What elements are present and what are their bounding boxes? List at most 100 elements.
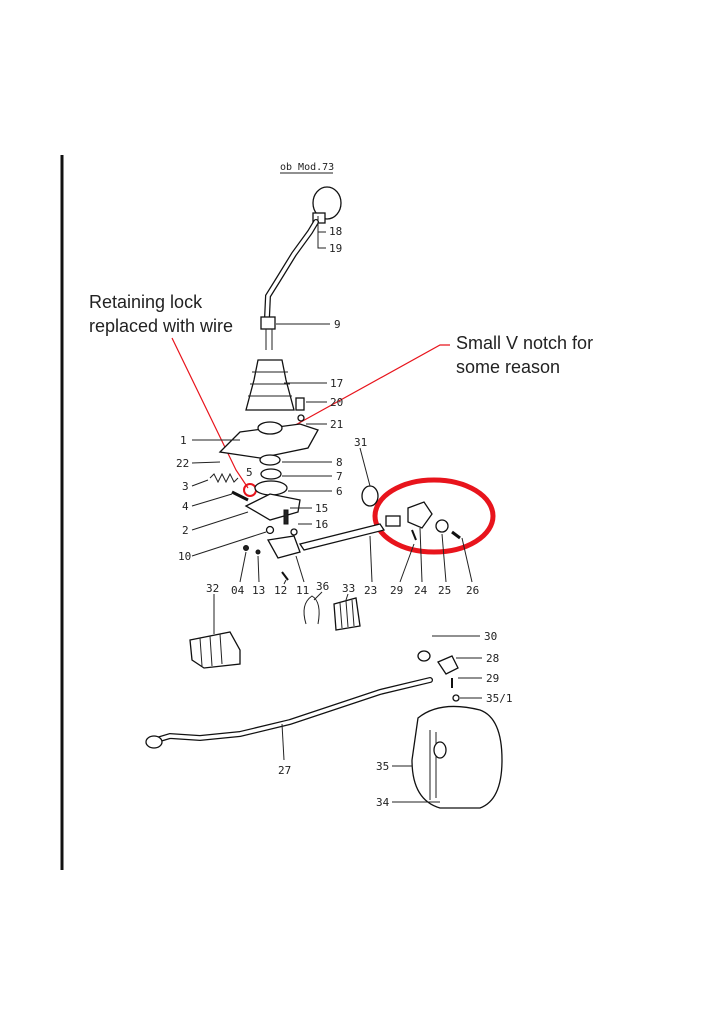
shift-boot	[245, 359, 295, 411]
model-note: ob Mod.73	[280, 162, 334, 173]
coupling-28	[437, 655, 459, 675]
bolt-15	[283, 509, 289, 525]
label-34: 34	[376, 796, 390, 809]
lever-ball	[260, 316, 276, 330]
bushing-30	[417, 650, 431, 662]
coupling-24	[407, 501, 433, 529]
label-5: 5	[246, 466, 253, 479]
long-rod-27-inner	[148, 678, 432, 744]
label-24: 24	[414, 584, 428, 597]
ring-7	[260, 468, 282, 480]
label-3: 3	[182, 480, 189, 493]
clip-36	[303, 595, 320, 625]
highlight-ellipse	[372, 477, 496, 555]
leader-27	[281, 723, 285, 761]
label-9: 9	[334, 318, 341, 331]
label-18: 18	[329, 225, 342, 238]
label-25: 25	[438, 584, 451, 597]
annotation-retaining-lock-line2: replaced with wire	[89, 316, 233, 336]
clamp-11	[266, 535, 301, 559]
shift-lever-rod-inner	[265, 220, 318, 320]
knob-collar	[312, 212, 326, 224]
leader-04	[239, 551, 247, 583]
gear-33-teeth	[339, 599, 355, 629]
leader-26	[461, 537, 473, 583]
label-21: 21	[330, 418, 343, 431]
leader-24	[419, 527, 423, 583]
retaining-lock-leader	[171, 337, 249, 489]
base-plate-collar	[257, 421, 283, 435]
label-4: 4	[182, 500, 189, 513]
pin-26	[451, 530, 461, 540]
mount-32	[189, 631, 241, 669]
part-10	[265, 525, 275, 535]
label-29a: 29	[390, 584, 403, 597]
label-23: 23	[364, 584, 377, 597]
annotation-retaining-lock-line1: Retaining lock	[89, 292, 203, 312]
annotation-v-notch-line1: Small V notch for	[456, 333, 593, 353]
label-33: 33	[342, 582, 355, 595]
shift-rod-23	[298, 523, 386, 551]
ring-8	[259, 454, 281, 466]
leader-36	[313, 591, 323, 601]
label-13: 13	[252, 584, 265, 597]
leader-33	[345, 593, 349, 601]
leader-11	[295, 555, 305, 583]
bushing-31	[361, 485, 379, 507]
label-35: 35	[376, 760, 389, 773]
leader-19	[317, 232, 326, 249]
lever-stem	[265, 329, 273, 350]
label-16: 16	[315, 518, 328, 531]
label-12: 12	[274, 584, 287, 597]
label-04: 04	[231, 584, 245, 597]
housing-ribs	[429, 730, 437, 800]
leader-4	[191, 493, 233, 507]
label-2: 2	[182, 524, 189, 537]
label-32: 32	[206, 582, 219, 595]
housing-35	[411, 705, 503, 809]
leader-12	[283, 579, 287, 585]
washer-16	[290, 528, 298, 536]
housing-boss	[433, 741, 447, 759]
label-19: 19	[329, 242, 342, 255]
boot-ribs	[248, 371, 292, 397]
label-20: 20	[330, 396, 343, 409]
part-35-1	[452, 694, 460, 702]
v-notch-leader	[289, 344, 450, 429]
annotation-v-notch-line2: some reason	[456, 357, 560, 377]
rod-end-27	[145, 735, 163, 749]
leader-31	[359, 447, 371, 487]
part-04	[243, 545, 249, 551]
pin-29a	[411, 529, 417, 541]
bolt-20	[295, 397, 305, 411]
mount-32-ribs	[199, 633, 223, 667]
label-35-1: 35/1	[486, 692, 513, 705]
leader-2	[191, 511, 249, 531]
bushing-25	[435, 519, 449, 533]
ring-6	[254, 480, 288, 496]
label-10: 10	[178, 550, 191, 563]
label-8: 8	[336, 456, 343, 469]
label-36: 36	[316, 580, 329, 593]
plate-2	[244, 493, 301, 521]
part-13	[255, 549, 261, 555]
label-30: 30	[484, 630, 497, 643]
washer-21	[297, 414, 305, 422]
label-15: 15	[315, 502, 328, 515]
pin-4	[231, 490, 249, 502]
label-22: 22	[176, 457, 189, 470]
leader-25	[441, 533, 447, 583]
shift-knob	[312, 186, 342, 220]
leader-3	[191, 479, 209, 487]
leader-13	[257, 555, 260, 583]
leader-22	[191, 461, 221, 464]
spring-3	[209, 472, 239, 484]
label-11: 11	[296, 584, 309, 597]
label-31: 31	[354, 436, 367, 449]
label-27: 27	[278, 764, 291, 777]
label-1: 1	[180, 434, 187, 447]
label-7: 7	[336, 470, 343, 483]
label-6: 6	[336, 485, 343, 498]
leader-23	[369, 535, 373, 583]
